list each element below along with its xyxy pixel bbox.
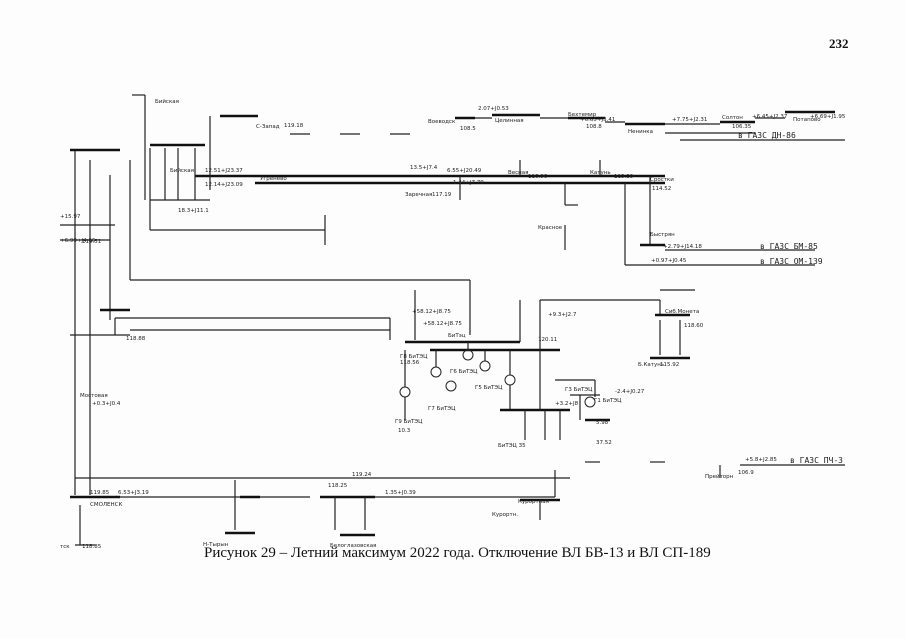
voltage-v22: 114.52: [652, 186, 671, 192]
label-g1: Г1 БиТЭЦ: [594, 398, 622, 404]
label-mostovaya: Мостовая: [80, 393, 108, 399]
figure-caption: Рисунок 29 – Летний максимум 2022 года. …: [204, 545, 711, 561]
tie-label-om139: в ГАЗС ОМ-139: [760, 257, 823, 266]
label-sib-moneta: Сиб.Монета: [665, 309, 699, 315]
label-smolensk: СМОЛЕНСК: [90, 502, 123, 508]
page-number: 232: [829, 36, 849, 51]
label-szapad: С-Запад: [256, 124, 280, 130]
label-katun: Катунь: [590, 170, 611, 176]
flow-f2: +6.69+J1.95: [810, 114, 846, 120]
label-kurortnaya: Курортная: [518, 499, 549, 505]
flow-f14: +0.97+J0.45: [651, 258, 687, 264]
label-vesnaya: Весная: [508, 170, 528, 176]
label-n-tyryn: Н-Тырын: [203, 542, 229, 548]
flow-f13: +2.79+J14.18: [663, 244, 702, 250]
voltage-v6: 118.85: [82, 544, 102, 550]
generator-g6-icon: [462, 349, 474, 361]
flow-f4: +6.65+J3.41: [580, 117, 615, 123]
flow-f6: 6.55+J20.49: [447, 168, 482, 174]
label-g5: Г5 БиТЭЦ: [475, 385, 503, 391]
voltage-v3: 119.85: [90, 490, 110, 496]
label-biyskaya2: Бийская: [170, 167, 194, 174]
flow-f16: 1.35+J0.39: [385, 490, 416, 496]
label-ugrenevo: Угренево: [260, 176, 287, 182]
label-tselinnaya: Целинная: [495, 118, 524, 124]
label-zarechnaya: Заречная: [405, 192, 432, 198]
voltage-v19: 10.3: [398, 428, 411, 434]
voltage-v20: 106.35: [732, 124, 752, 130]
label-g6: Г6 БиТЭЦ: [450, 369, 478, 375]
label-potapovo: Потапово: [793, 117, 821, 123]
flow-f22: +3.2+J8: [555, 401, 579, 407]
voltage-v13: 116.96: [528, 174, 548, 180]
flow-f11: +58.12+J8.75: [412, 309, 451, 315]
generator-g5-icon: [479, 360, 491, 372]
flow-f10: 18.3+J11.1: [178, 208, 209, 214]
flow-f18: +6.99+J4.66: [60, 238, 96, 244]
label-btets35: БиТЭЦ 35: [498, 443, 526, 449]
label-bekhtemir: Бехтемир: [568, 112, 597, 118]
flow-f20: +0.3+J0.4: [92, 401, 121, 407]
label-tsk: тск: [60, 544, 70, 550]
voltage-v5: 118.25: [328, 483, 348, 489]
generator-g3-icon: [504, 374, 516, 386]
flow-f8: 12.51+J23.37: [205, 168, 243, 174]
voltage-v7: 120.11: [538, 337, 557, 343]
flow-f1: +6.45+J2.37: [752, 114, 788, 120]
voltage-v18: 37.52: [596, 440, 612, 446]
label-nenenka: Ненинка: [628, 129, 653, 135]
label-g8: Г8 БиТЭЦ: [400, 354, 428, 360]
generator-g7-icon: [445, 380, 457, 392]
voltage-v9: 118.56: [400, 360, 420, 366]
tie-label-dn86: в ГАЗС ДН-86: [738, 131, 796, 140]
voltage-v16: 115.92: [660, 362, 679, 368]
voltage-v10: 108.5: [460, 126, 476, 132]
voltage-v1: 119.18: [284, 123, 304, 129]
flow-f12: +58.12+J8.75: [423, 321, 462, 327]
label-soltony: Солтон: [722, 115, 743, 121]
label-biyskaya: Бийская: [155, 98, 179, 105]
label-krasnoe: Красное: [538, 225, 563, 231]
flow-f19: +15.97: [60, 214, 81, 220]
label-srostki: Сростки: [650, 177, 674, 183]
voltage-v2: 119.51: [82, 239, 101, 245]
generator-g1-icon: [584, 396, 596, 408]
voltage-v8: 118.88: [126, 336, 146, 342]
flow-f3: +7.75+J2.31: [672, 117, 707, 123]
label-bystrin: Быстрян: [650, 232, 675, 238]
voltage-v12: 115.39: [614, 174, 634, 180]
label-prejtorn: Прейторн: [705, 473, 734, 480]
tie-label-pch3: в ГАЗС ПЧ-3: [790, 456, 843, 465]
flow-f23: -2.4+J0.27: [615, 389, 645, 395]
flow-f15: 6.53+J3.19: [118, 490, 149, 496]
label-g9: Г9 БиТЭЦ: [395, 419, 423, 425]
flow-f5: 2.07+J0.53: [478, 106, 509, 112]
generator-g8-icon: [430, 366, 442, 378]
generator-g9-icon: [399, 386, 411, 398]
voltage-v15: 118.60: [684, 323, 704, 329]
label-vovodsk: Воеводск: [428, 119, 456, 125]
voltage-v21: 108.8: [586, 124, 602, 130]
flow-f9: 12.14+J23.09: [205, 182, 243, 188]
label-kurortn2: Курортн.: [492, 512, 518, 518]
label-g3: Г3 БиТЭЦ: [565, 387, 593, 393]
voltage-v17: 5.98: [596, 420, 609, 426]
voltage-v4: 119.24: [352, 472, 372, 478]
flow-f7: 1.44+J7.79: [453, 180, 484, 186]
flow-f21: 13.5+J7.4: [410, 165, 438, 171]
label-b-katun: Б.Катунь: [638, 362, 664, 368]
tie-label-bm85: в ГАЗС БМ-85: [760, 242, 818, 251]
label-beloglaz: Белоглазовская: [330, 543, 376, 549]
flow-f24: +9.3+J2.7: [548, 312, 577, 318]
label-g7: Г7 БиТЭЦ: [428, 406, 456, 412]
voltage-v14: 117.19: [432, 192, 452, 198]
voltage-v11: 106.9: [738, 470, 754, 476]
flow-f17: +5.8+J2.85: [745, 457, 777, 463]
label-btets: БиТэц: [448, 333, 466, 339]
